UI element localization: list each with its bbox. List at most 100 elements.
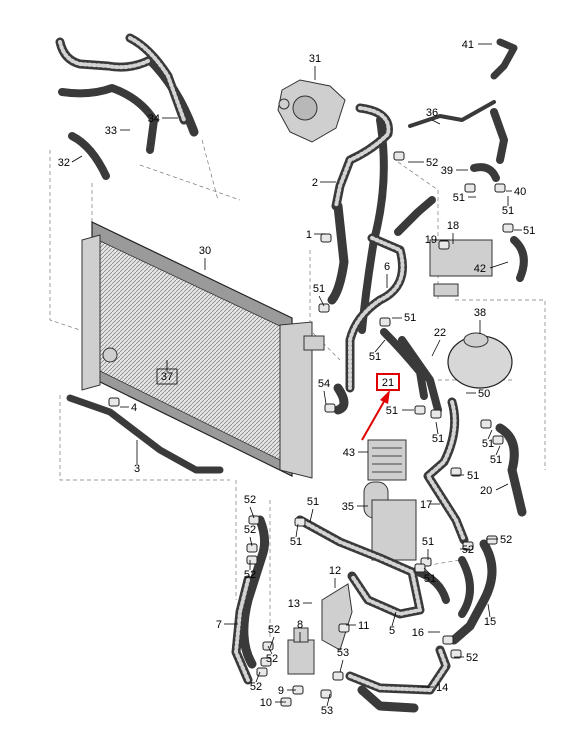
hose-clamp <box>438 240 450 250</box>
leader-line <box>249 506 255 519</box>
leader-line <box>487 603 491 618</box>
oil-cooler <box>367 439 407 481</box>
part-number-label: 31 <box>309 53 321 65</box>
hose-clamp <box>320 233 332 243</box>
part-number-label: 30 <box>199 245 211 257</box>
part-number-label: 52 <box>244 524 256 536</box>
part-number-label: 51 <box>424 573 436 585</box>
leader-line <box>255 671 261 683</box>
part-number-label: 12 <box>329 565 341 577</box>
part-number-label: 52 <box>500 534 512 546</box>
part-number-label: 52 <box>244 569 256 581</box>
hose-clamp <box>430 409 442 419</box>
leader-line <box>431 119 441 125</box>
part-number-label: 14 <box>436 682 448 694</box>
leader-line <box>323 390 327 405</box>
hose-clamp <box>260 657 272 667</box>
hose-clamp <box>486 535 498 545</box>
radiator <box>81 221 325 479</box>
part-number-label: 52 <box>244 494 256 506</box>
part-number-label: 51 <box>386 405 398 417</box>
leader-line <box>249 536 253 547</box>
part-number-label: 18 <box>447 220 459 232</box>
part-number-label: 13 <box>288 598 300 610</box>
hose-clamp <box>248 515 260 525</box>
part-number-label: 37 <box>161 371 173 383</box>
part-number-label: 6 <box>384 261 390 273</box>
hose-clamp <box>338 623 350 633</box>
part-number-label: 52 <box>426 157 438 169</box>
leader-line <box>71 155 83 163</box>
hose-clamp <box>462 541 474 551</box>
hose-clamp <box>379 317 391 327</box>
part-number-label: 16 <box>412 627 424 639</box>
part-number-label: 52 <box>466 652 478 664</box>
part-number-label: 53 <box>321 705 333 717</box>
part-number-label: 54 <box>318 378 330 390</box>
leader-line <box>295 523 299 538</box>
part-number-label: 8 <box>297 619 303 631</box>
part-number-label: 51 <box>313 283 325 295</box>
part-number-label: 43 <box>343 447 355 459</box>
hose-clamp <box>480 419 492 429</box>
part-number-label: 42 <box>474 263 486 275</box>
part-number-label: 20 <box>480 485 492 497</box>
part-number-label: 51 <box>502 205 514 217</box>
part-number-label: 51 <box>482 438 494 450</box>
part-number-label: 50 <box>478 388 490 400</box>
part-number-label: 52 <box>462 544 474 556</box>
highlight-box <box>376 373 400 391</box>
expansion-tank <box>447 332 513 389</box>
leader-line <box>495 483 509 491</box>
water-pump <box>277 79 346 143</box>
part-number-label: 39 <box>441 165 453 177</box>
hose-clamp <box>324 403 336 413</box>
part-number-label: 40 <box>514 186 526 198</box>
aux-pump <box>287 627 315 675</box>
leader-line <box>489 261 509 269</box>
part-number-label: 53 <box>337 647 349 659</box>
leader-line <box>495 445 501 456</box>
leader-line <box>435 421 439 435</box>
part-number-label: 51 <box>432 433 444 445</box>
leader-line <box>326 693 331 707</box>
leader-line <box>487 429 493 440</box>
leader-lines <box>71 43 522 707</box>
hose-clamp <box>492 435 504 445</box>
hose-clamp <box>332 671 344 681</box>
part-number-label: 51 <box>523 225 535 237</box>
hose-clamp <box>494 183 506 193</box>
part-number-label: 22 <box>434 327 446 339</box>
part-number-label: 35 <box>342 501 354 513</box>
hose-clamp <box>108 397 120 407</box>
highlight-label: 21 <box>382 377 394 389</box>
part-number-label: 51 <box>404 312 416 324</box>
hose-clamp <box>450 649 462 659</box>
hose-clamp <box>294 517 306 527</box>
part-number-label: 51 <box>467 470 479 482</box>
part-number-label: 33 <box>105 125 117 137</box>
part-number-label: 34 <box>148 113 160 125</box>
part-number-label: 10 <box>260 697 272 709</box>
highlight-arrowhead <box>380 390 390 404</box>
part-number-label: 51 <box>290 536 302 548</box>
hose-clamp <box>450 467 462 477</box>
hose-clamp <box>502 223 514 233</box>
part-number-label: 17 <box>420 499 432 511</box>
part-number-label: 51 <box>422 536 434 548</box>
label-box-37 <box>156 368 178 385</box>
part-number-label: 15 <box>484 616 496 628</box>
part-number-label: 19 <box>425 234 437 246</box>
hose-clamp <box>318 303 330 313</box>
hose-clamp <box>442 635 454 645</box>
part-number-label: 52 <box>268 624 280 636</box>
part-number-label: 3 <box>134 463 140 475</box>
part-number-label: 5 <box>389 625 395 637</box>
part-number-label: 51 <box>453 192 465 204</box>
hose-texture <box>58 36 466 692</box>
hose-clamps <box>108 151 514 707</box>
part-number-label: 52 <box>266 653 278 665</box>
